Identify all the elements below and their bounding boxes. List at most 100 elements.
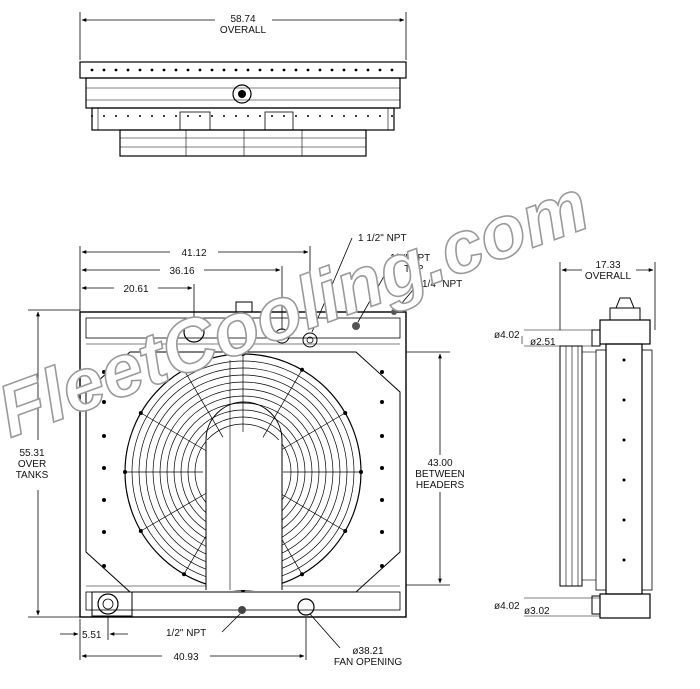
- side-top-dia-2: ø2.51: [530, 337, 556, 348]
- frame-bolt-hole: [380, 498, 384, 502]
- top-bolt: [210, 68, 214, 72]
- fitting-quarter-npt: [391, 309, 397, 315]
- side-bolt-hole: [622, 358, 626, 362]
- top-bolt: [91, 115, 93, 117]
- top-bolt: [367, 115, 369, 117]
- top-overall-label: OVERALL: [220, 25, 267, 36]
- fitting-20-61: [183, 321, 205, 343]
- npt-quarter-label: 1/4" NPT: [422, 279, 462, 290]
- top-bolt: [270, 68, 274, 72]
- between-headers-value: 43.00: [427, 458, 452, 469]
- between-headers-line1: BETWEEN: [415, 469, 464, 480]
- frame-bolt-hole: [380, 466, 384, 470]
- between-headers-line2: HEADERS: [416, 480, 465, 491]
- side-view: 17.33 OVERALL ø4.02 ø2.51 ø4.02 ø3.02: [494, 260, 656, 619]
- front-view: 41.12 36.16 20.61 55.31 OVER TANKS 43.00…: [16, 233, 465, 668]
- top-fan-shroud: [119, 129, 367, 157]
- side-cap: [615, 297, 635, 309]
- top-bolt: [150, 68, 154, 72]
- fan-guard-spoke: [183, 369, 224, 438]
- fan-guard-clip: [138, 411, 143, 415]
- dim-36-16: 36.16: [169, 266, 194, 277]
- top-bolt: [234, 68, 238, 72]
- top-bolt: [126, 68, 130, 72]
- fan-opening-label: FAN OPENING: [334, 657, 403, 668]
- dim-20-61: 20.61: [123, 284, 148, 295]
- side-top-dia-1: ø4.02: [494, 330, 520, 341]
- fitting-half-npt: [352, 322, 360, 330]
- top-bolt: [379, 115, 381, 117]
- top-bolt: [115, 115, 117, 117]
- fan-guard-spoke: [140, 491, 209, 532]
- frame-bolt-hole: [102, 530, 106, 534]
- fan-guard-clip: [182, 367, 186, 372]
- fan-guard-clip: [241, 352, 245, 356]
- top-overall-value: 58.74: [230, 14, 255, 25]
- top-bolt: [306, 68, 310, 72]
- top-bolt: [247, 115, 249, 117]
- top-bolt: [151, 115, 153, 117]
- watermark: FleetCooling.com: [0, 163, 599, 453]
- top-bolt: [174, 68, 178, 72]
- top-bolt: [319, 115, 321, 117]
- top-bolt: [114, 68, 118, 72]
- top-bolt: [283, 115, 285, 117]
- top-bolt: [102, 68, 106, 72]
- fan-guard-clip: [300, 367, 304, 372]
- top-bolt: [235, 115, 237, 117]
- top-filler-cap: [232, 84, 252, 104]
- fan-guard-clip: [182, 572, 186, 577]
- top-tank: [85, 317, 401, 339]
- fan-guard-spoke: [277, 412, 346, 453]
- top-bolt: [378, 68, 382, 72]
- top-bolt: [355, 115, 357, 117]
- side-bottom-dia-1: ø4.02: [494, 601, 520, 612]
- side-bottom-tank: [599, 593, 651, 619]
- fan-guard-clip: [123, 470, 127, 474]
- top-bolt: [294, 68, 298, 72]
- fan-guard-spoke: [277, 491, 346, 532]
- fan-guard-clip: [138, 529, 143, 533]
- side-bolt-holes: [622, 358, 626, 562]
- frame-bolt-hole: [102, 400, 106, 404]
- frame-bolt-hole: [102, 498, 106, 502]
- side-top-tank: [599, 319, 651, 345]
- top-bolt: [390, 68, 394, 72]
- top-bolt: [343, 115, 345, 117]
- fan-guard-clip: [343, 411, 348, 415]
- top-bolt-row: [90, 68, 394, 117]
- frame-bolt-hole: [102, 434, 106, 438]
- dim-40-93: 40.93: [173, 652, 198, 663]
- fan-opening-marker: [297, 598, 315, 616]
- fan-opening-value: ø38.21: [352, 646, 384, 657]
- over-tanks-value: 55.31: [19, 448, 44, 459]
- top-bolt: [366, 68, 370, 72]
- top-bolt: [331, 115, 333, 117]
- fitting-36-16: [274, 328, 290, 344]
- top-bolt: [187, 115, 189, 117]
- drain-half-npt: [238, 606, 246, 614]
- fan-guard-spoke: [140, 412, 209, 453]
- top-bolt: [138, 68, 142, 72]
- top-bolt: [162, 68, 166, 72]
- top-bolt: [223, 115, 225, 117]
- top-bolt: [211, 115, 213, 117]
- side-bolt-hole: [622, 398, 626, 402]
- fitting-1-1-2-npt: [302, 332, 318, 348]
- top-bolt: [318, 68, 322, 72]
- frame-bolt-holes: [102, 370, 384, 568]
- fan-guard-clip: [300, 572, 304, 577]
- fan-guard-clip: [359, 470, 363, 474]
- frame-bolt-hole: [102, 564, 106, 568]
- frame-bolt-hole: [380, 400, 384, 404]
- npt-1-1-2-label: 1 1/2" NPT: [358, 233, 407, 244]
- top-bolt: [127, 115, 129, 117]
- top-bolt: [103, 115, 105, 117]
- side-bottom-dia-2: ø3.02: [524, 606, 550, 617]
- top-bolt: [186, 68, 190, 72]
- frame-bolt-hole: [102, 370, 106, 374]
- top-bolt: [354, 68, 358, 72]
- side-top-fitting: [609, 307, 641, 321]
- dim-41-12: 41.12: [181, 248, 206, 259]
